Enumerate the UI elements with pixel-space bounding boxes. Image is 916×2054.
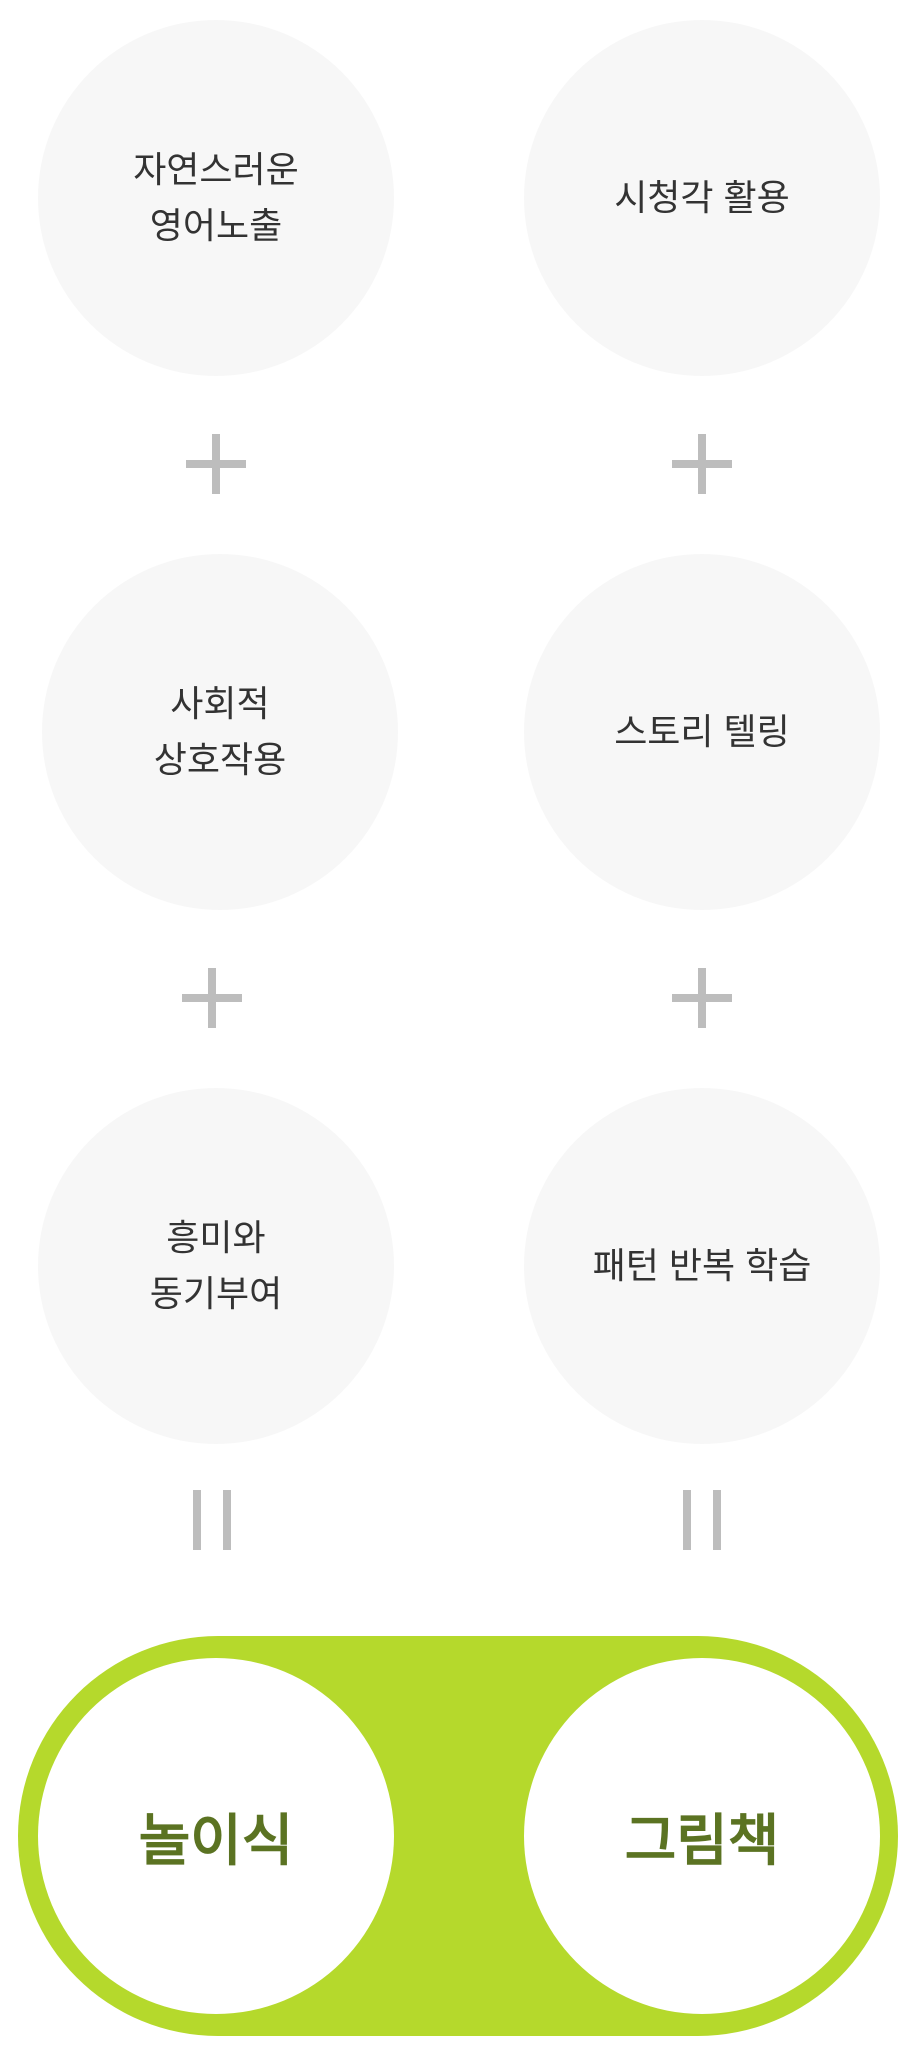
factor-audiovisual: 시청각 활용 bbox=[524, 20, 880, 376]
plus-icon bbox=[186, 434, 246, 494]
result-picture-book: 그림책 bbox=[524, 1658, 880, 2014]
equals-icon bbox=[683, 1490, 721, 1550]
factor-storytelling: 스토리 텔링 bbox=[524, 554, 880, 910]
plus-icon bbox=[182, 968, 242, 1028]
factor-natural-english-exposure: 자연스러운 영어노출 bbox=[38, 20, 394, 376]
factor-interest-motivation: 흥미와 동기부여 bbox=[38, 1088, 394, 1444]
factor-social-interaction: 사회적 상호작용 bbox=[42, 554, 398, 910]
equals-icon bbox=[193, 1490, 231, 1550]
plus-icon bbox=[672, 434, 732, 494]
factor-pattern-repetition: 패턴 반복 학습 bbox=[524, 1088, 880, 1444]
plus-icon bbox=[672, 968, 732, 1028]
result-play-based: 놀이식 bbox=[38, 1658, 394, 2014]
